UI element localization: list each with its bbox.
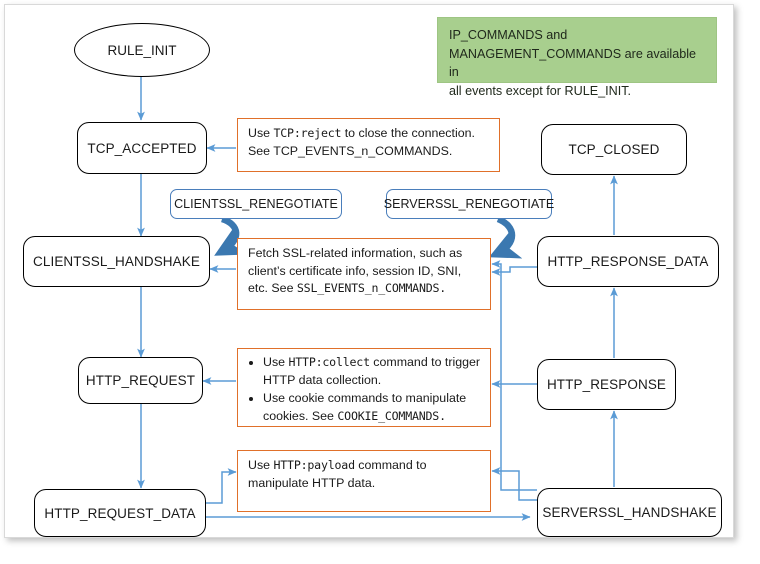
callout-payload-line-2: manipulate HTTP data. <box>248 475 376 490</box>
node-http-response-data-label: HTTP_RESPONSE_DATA <box>547 254 709 269</box>
node-http-request[interactable]: HTTP_REQUEST <box>78 357 203 404</box>
node-http-response[interactable]: HTTP_RESPONSE <box>537 359 676 410</box>
note-line-2: MANAGEMENT_COMMANDS are available in <box>449 46 697 80</box>
callout-ssl-line-2: client’s certificate info, session ID, S… <box>248 263 462 278</box>
node-serverssl-renegotiate[interactable]: SERVERSSL_RENEGOTIATE <box>383 189 555 219</box>
node-serverssl-renegotiate-label: SERVERSSL_RENEGOTIATE <box>383 197 555 211</box>
note-global-commands: IP_COMMANDS and MANAGEMENT_COMMANDS are … <box>437 17 717 98</box>
code-tcp-reject: TCP:reject <box>273 126 342 140</box>
note-line-3: all events except for RULE_INIT. <box>449 83 631 98</box>
callout-ssl-line-3: etc. See SSL_EVENTS_n_COMMANDS. <box>248 281 447 296</box>
callout-ssl-line-1: Fetch SSL-related information, such as <box>248 246 463 260</box>
node-clientssl-handshake-label: CLIENTSSL_HANDSHAKE <box>33 254 200 269</box>
node-rule-init-label: RULE_INIT <box>107 42 177 58</box>
node-tcp-accepted-label: TCP_ACCEPTED <box>87 140 197 156</box>
node-http-request-label: HTTP_REQUEST <box>85 373 196 388</box>
code-ssl-events-commands: SSL_EVENTS_n_COMMANDS. <box>296 281 447 296</box>
note-line-1: IP_COMMANDS and <box>449 28 568 42</box>
callout-tcp-line-2: See TCP_EVENTS_n_COMMANDS. <box>248 143 453 158</box>
callout-tcp-events: Use TCP:reject to close the connection. … <box>237 118 500 172</box>
code-http-payload: HTTP:payload <box>273 458 355 472</box>
code-cookie-commands: COOKIE_COMMANDS. <box>337 408 446 423</box>
node-tcp-closed-label: TCP_CLOSED <box>568 142 660 157</box>
node-rule-init[interactable]: RULE_INIT <box>74 23 210 77</box>
callout-payload-line-1: Use HTTP:payload command to <box>248 458 427 472</box>
callout-http-bullet-2: Use cookie commands to manipulate cookie… <box>263 390 482 425</box>
callout-http-payload: Use HTTP:payload command to manipulate H… <box>237 450 491 512</box>
node-http-response-label: HTTP_RESPONSE <box>546 377 667 392</box>
callout-http-commands: Use HTTP:collect command to trigger HTTP… <box>237 348 491 427</box>
node-tcp-accepted[interactable]: TCP_ACCEPTED <box>77 122 207 174</box>
node-http-request-data[interactable]: HTTP_REQUEST_DATA <box>34 489 206 537</box>
node-serverssl-handshake-label: SERVERSSL_HANDSHAKE <box>542 505 717 520</box>
code-http-collect: HTTP:collect <box>288 355 370 369</box>
node-http-request-data-label: HTTP_REQUEST_DATA <box>44 505 196 521</box>
callout-ssl-events: Fetch SSL-related information, such as c… <box>237 238 491 310</box>
node-serverssl-handshake[interactable]: SERVERSSL_HANDSHAKE <box>537 488 722 537</box>
node-tcp-closed[interactable]: TCP_CLOSED <box>541 124 687 175</box>
node-clientssl-renegotiate[interactable]: CLIENTSSL_RENEGOTIATE <box>170 189 342 219</box>
code-tcp-events-commands: TCP_EVENTS_n_COMMANDS <box>273 143 449 158</box>
node-clientssl-handshake[interactable]: CLIENTSSL_HANDSHAKE <box>23 236 210 287</box>
node-http-response-data[interactable]: HTTP_RESPONSE_DATA <box>537 236 719 287</box>
node-clientssl-renegotiate-label: CLIENTSSL_RENEGOTIATE <box>174 197 338 211</box>
callout-http-bullet-1: Use HTTP:collect command to trigger HTTP… <box>263 354 482 389</box>
callout-tcp-line-1: Use TCP:reject to close the connection. <box>248 126 475 140</box>
